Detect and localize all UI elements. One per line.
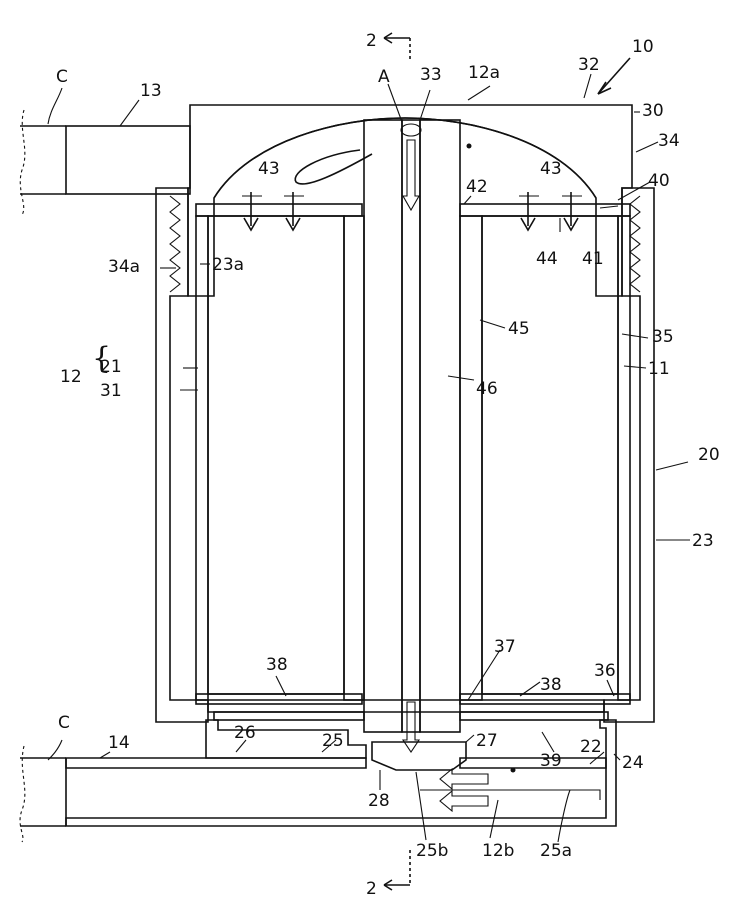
- label-20: 20: [698, 445, 720, 465]
- label-11: 11: [648, 359, 670, 379]
- label-27: 27: [476, 731, 498, 751]
- label-23: 23: [692, 531, 714, 551]
- label-41: 41: [582, 249, 604, 269]
- filter-element: [196, 204, 630, 720]
- label-26: 26: [234, 723, 256, 743]
- label-31: 31: [100, 381, 122, 401]
- label-13: 13: [140, 81, 162, 101]
- label-40: 40: [648, 171, 670, 191]
- label-45: 45: [508, 319, 530, 339]
- label-35: 35: [652, 327, 674, 347]
- label-43-right: 43: [540, 159, 562, 179]
- label-30: 30: [642, 101, 664, 121]
- label-37: 37: [494, 637, 516, 657]
- label-42: 42: [466, 177, 488, 197]
- label-24: 24: [622, 753, 644, 773]
- brace-12: {: [92, 341, 111, 376]
- leader-lines: [48, 58, 690, 842]
- label-36: 36: [594, 661, 616, 681]
- inlet-pipe-13: [20, 110, 190, 215]
- label-25: 25: [322, 731, 344, 751]
- dot-12b: [511, 768, 516, 773]
- label-C-top: C: [56, 67, 68, 87]
- swirl-flow: [295, 150, 372, 184]
- section-marker-bottom: [384, 850, 410, 890]
- label-A: A: [378, 67, 390, 87]
- lid: [188, 105, 632, 296]
- label-43-left: 43: [258, 159, 280, 179]
- label-25b: 25b: [416, 841, 448, 861]
- label-14: 14: [108, 733, 130, 753]
- label-33: 33: [420, 65, 442, 85]
- label-2-top: 2: [366, 31, 377, 51]
- label-38-left: 38: [266, 655, 288, 675]
- label-22: 22: [580, 737, 602, 757]
- label-46: 46: [476, 379, 498, 399]
- down-arrows-43: [242, 192, 582, 230]
- label-2-bottom: 2: [366, 879, 377, 899]
- label-23a: 23a: [212, 255, 244, 275]
- label-38-right: 38: [540, 675, 562, 695]
- label-12b: 12b: [482, 841, 514, 861]
- label-28: 28: [368, 791, 390, 811]
- label-34: 34: [658, 131, 680, 151]
- label-12: 12: [60, 367, 82, 387]
- label-44: 44: [536, 249, 558, 269]
- thread-right: [630, 196, 640, 292]
- label-C-bottom: C: [58, 713, 70, 733]
- label-25a: 25a: [540, 841, 572, 861]
- dot-12a: [467, 144, 472, 149]
- label-10: 10: [632, 37, 654, 57]
- label-39: 39: [540, 751, 562, 771]
- label-12a: 12a: [468, 63, 500, 83]
- thread-left: [170, 196, 180, 292]
- label-34a: 34a: [108, 257, 140, 277]
- label-32: 32: [578, 55, 600, 75]
- section-marker-top: [384, 33, 410, 60]
- central-shaft: [364, 120, 460, 752]
